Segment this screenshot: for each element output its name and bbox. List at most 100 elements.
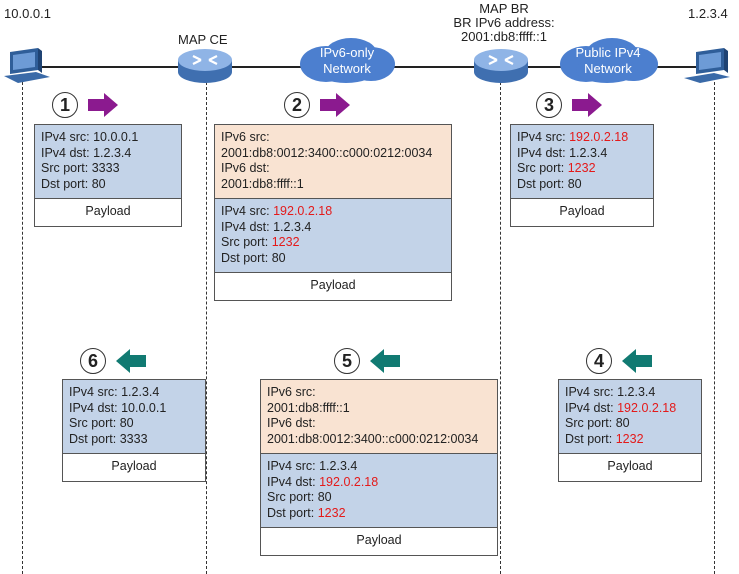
ipv4-src-label: IPv4 src: — [221, 204, 274, 218]
ipv4-src-value: 192.0.2.18 — [273, 204, 333, 218]
lifeline-map-ce — [206, 82, 207, 574]
ipv4-dst-value: 192.0.2.18 — [617, 400, 677, 415]
lifeline-map-br — [500, 82, 501, 574]
ipv4-dst-value: 1.2.3.4 — [569, 145, 608, 160]
ipv6-src-value: 2001:db8:ffff::1 — [267, 400, 350, 415]
dst-port-value: 1232 — [615, 431, 644, 446]
left-arrow-icon — [370, 349, 400, 373]
src-port-value: 1232 — [567, 161, 596, 175]
src-port-value: 80 — [615, 416, 630, 430]
packet-3: IPv4 src: 192.0.2.18 IPv4 dst: 1.2.3.4 S… — [510, 124, 654, 227]
cloud-ipv6-line1: IPv6-only — [319, 45, 375, 60]
dst-port-value: 80 — [567, 176, 582, 191]
src-port-value: 80 — [119, 416, 134, 430]
ipv4-src-value: 1.2.3.4 — [617, 385, 656, 399]
dst-port-label: Dst port: — [221, 250, 272, 265]
cloud-icon: Public IPv4 Network — [556, 36, 660, 84]
computer-icon — [684, 48, 732, 89]
src-port-label: Src port: — [221, 235, 272, 249]
cloud-ipv4-line2: Network — [584, 61, 632, 76]
right-arrow-icon — [320, 93, 350, 117]
src-port-label: Src port: — [267, 490, 318, 504]
payload: Payload — [215, 273, 451, 300]
ipv4-src-label: IPv4 src: — [267, 459, 320, 473]
src-port-label: Src port: — [41, 161, 92, 175]
cloud-ipv4-line1: Public IPv4 — [575, 45, 641, 60]
payload: Payload — [511, 199, 653, 226]
payload: Payload — [261, 528, 497, 555]
map-br-title: MAP BR — [479, 1, 529, 16]
ipv4-header: IPv4 src: 192.0.2.18 IPv4 dst: 1.2.3.4 S… — [215, 199, 451, 273]
ipv4-header: IPv4 src: 1.2.3.4 IPv4 dst: 10.0.0.1 Src… — [63, 380, 205, 454]
ipv4-src-label: IPv4 src: — [69, 385, 122, 399]
router-icon — [176, 48, 234, 89]
left-arrow-icon — [622, 349, 652, 373]
ipv4-src-value: 10.0.0.1 — [93, 130, 139, 144]
ipv4-src-label: IPv4 src: — [565, 385, 618, 399]
computer-icon — [4, 48, 50, 89]
right-arrow-icon — [572, 93, 602, 117]
step-6-marker: 6 — [80, 348, 146, 374]
payload: Payload — [559, 454, 701, 481]
map-br-address: 2001:db8:ffff::1 — [460, 29, 548, 44]
ipv4-dst-label: IPv4 dst: — [221, 219, 274, 234]
dst-port-value: 1232 — [317, 505, 346, 520]
ipv4-header: IPv4 src: 1.2.3.4 IPv4 dst: 192.0.2.18 S… — [559, 380, 701, 454]
packet-1: IPv4 src: 10.0.0.1 IPv4 dst: 1.2.3.4 Src… — [34, 124, 182, 227]
ipv4-header: IPv4 src: 1.2.3.4 IPv4 dst: 192.0.2.18 S… — [261, 454, 497, 528]
step-2-marker: 2 — [284, 92, 352, 118]
left-arrow-icon — [116, 349, 146, 373]
step-number: 2 — [284, 92, 310, 118]
payload: Payload — [35, 199, 181, 226]
ipv4-header: IPv4 src: 192.0.2.18 IPv4 dst: 1.2.3.4 S… — [511, 125, 653, 199]
ipv6-header: IPv6 src: 2001:db8:ffff::1 IPv6 dst: 200… — [261, 380, 497, 454]
step-number: 6 — [80, 348, 106, 374]
ipv4-dst-label: IPv4 dst: — [517, 145, 570, 160]
ipv4-src-value: 192.0.2.18 — [569, 130, 629, 144]
router-icon — [472, 48, 530, 89]
payload: Payload — [63, 454, 205, 481]
src-port-label: Src port: — [565, 416, 616, 430]
step-number: 3 — [536, 92, 562, 118]
ipv4-header: IPv4 src: 10.0.0.1 IPv4 dst: 1.2.3.4 Src… — [35, 125, 181, 199]
src-port-value: 80 — [317, 490, 332, 504]
ipv6-src-value: 2001:db8:0012:3400::c000:0212:0034 — [221, 145, 433, 160]
dst-port-label: Dst port: — [41, 176, 92, 191]
map-br-address-label: BR IPv6 address: — [453, 15, 555, 30]
ipv6-dst-value: 2001:db8:0012:3400::c000:0212:0034 — [267, 431, 479, 446]
ipv6-dst-value: 2001:db8:ffff::1 — [221, 176, 304, 191]
step-3-marker: 3 — [536, 92, 604, 118]
map-ce-label: MAP CE — [178, 32, 228, 47]
ipv4-dst-value: 1.2.3.4 — [93, 145, 132, 160]
ipv4-src-value: 1.2.3.4 — [121, 385, 160, 399]
dst-port-label: Dst port: — [517, 176, 568, 191]
step-1-marker: 1 — [52, 92, 120, 118]
map-br-label: MAP BR BR IPv6 address: 2001:db8:ffff::1 — [440, 2, 568, 44]
ipv6-header: IPv6 src: 2001:db8:0012:3400::c000:0212:… — [215, 125, 451, 199]
cloud-icon: IPv6-only Network — [296, 36, 398, 84]
ipv4-src-value: 1.2.3.4 — [319, 459, 358, 473]
src-port-value: 3333 — [91, 161, 120, 175]
packet-2: IPv6 src: 2001:db8:0012:3400::c000:0212:… — [214, 124, 452, 301]
ipv4-dst-label: IPv4 dst: — [565, 400, 618, 415]
src-port-value: 1232 — [271, 235, 300, 249]
dst-port-value: 3333 — [119, 431, 148, 446]
packet-4: IPv4 src: 1.2.3.4 IPv4 dst: 192.0.2.18 S… — [558, 379, 702, 482]
step-number: 1 — [52, 92, 78, 118]
ipv4-src-label: IPv4 src: — [41, 130, 94, 144]
dst-port-value: 80 — [271, 250, 286, 265]
step-5-marker: 5 — [334, 348, 400, 374]
host-right-label: 1.2.3.4 — [688, 6, 728, 21]
dst-port-label: Dst port: — [267, 505, 318, 520]
host-left-label: 10.0.0.1 — [4, 6, 51, 21]
dst-port-label: Dst port: — [69, 431, 120, 446]
right-arrow-icon — [88, 93, 118, 117]
step-4-marker: 4 — [586, 348, 652, 374]
ipv4-dst-label: IPv4 dst: — [267, 474, 320, 489]
cloud-ipv6-line2: Network — [323, 61, 371, 76]
packet-6: IPv4 src: 1.2.3.4 IPv4 dst: 10.0.0.1 Src… — [62, 379, 206, 482]
ipv4-dst-value: 192.0.2.18 — [319, 474, 379, 489]
ipv6-dst-label: IPv6 dst: — [221, 161, 270, 175]
src-port-label: Src port: — [69, 416, 120, 430]
dst-port-value: 80 — [91, 176, 106, 191]
